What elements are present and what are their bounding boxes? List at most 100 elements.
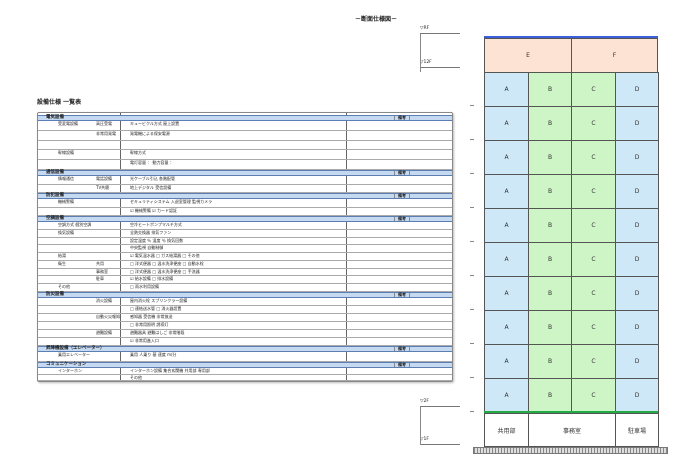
cell-text: 光ケーブル引込 各階配管 <box>130 176 176 181</box>
cell-text: 幹線方式 <box>130 150 146 156</box>
cell-text: キュービクル方式 屋上設置 <box>130 121 180 126</box>
penthouse-cell: E <box>484 38 572 73</box>
floor-cell: D <box>615 208 659 243</box>
floor-cell: B <box>528 344 572 379</box>
level-marker: ▽1F <box>420 437 460 445</box>
note-header: 備考 <box>394 116 410 120</box>
section-header: 防災設備 備考 <box>38 292 452 298</box>
divider <box>346 113 347 381</box>
note-header: 備考 <box>394 217 410 221</box>
table-row: □ 連結送水管 □ 消火器設置 <box>38 306 452 314</box>
section-header: 防犯設備 備考 <box>38 193 452 199</box>
roof-line <box>484 36 658 38</box>
floor-cell: D <box>615 106 659 141</box>
floor-cell: B <box>528 310 572 345</box>
cell-text: その他 <box>130 374 142 380</box>
table-row: 受変電設備高圧受電キュービクル方式 屋上設置 <box>38 121 452 131</box>
floor-cell: A <box>484 106 529 141</box>
cell-text: インターホン設備 集合玄関機 共用部 専用部 <box>130 368 210 373</box>
section-title: 昇降機設備（エレベーター） <box>46 346 105 351</box>
floor-cell: C <box>571 174 616 209</box>
cell-text: □ 雨水利用設備 <box>130 284 160 290</box>
cell-text: □ 連結送水管 □ 消火器設置 <box>130 306 182 311</box>
note-header: 備考 <box>394 293 410 297</box>
floor-cell: A <box>484 310 529 345</box>
cell-text: 電灯容量 ： 動力容量 ： <box>130 160 174 166</box>
table-row: 幹線設備 幹線方式 <box>38 150 452 161</box>
level-marker: ▽12F <box>420 60 460 68</box>
cell-text: 乗用エレベーター <box>58 352 90 357</box>
cell-text: 給湯 <box>58 253 66 259</box>
floor-cell: D <box>615 310 659 345</box>
floor-cell: A <box>484 276 529 311</box>
table-row: インターホンインターホン設備 集合玄関機 共用部 専用部 <box>38 368 452 375</box>
floor-cell: B <box>528 208 572 243</box>
table-row <box>38 141 452 151</box>
level-bracket <box>420 407 421 445</box>
cell-text: 空冷ヒートポンプマルチ方式 <box>130 222 182 227</box>
floor-cell: B <box>528 140 572 175</box>
section-header: 昇降機設備（エレベーター）備考 <box>38 346 452 352</box>
table-row: 換気設備全熱交換器 排気ファン <box>38 230 452 238</box>
table-row: その他 <box>38 374 452 381</box>
tick <box>470 411 474 412</box>
note-header: 備考 <box>394 194 410 198</box>
list-title: 設備仕様 一覧表 <box>37 99 82 106</box>
tick <box>470 139 474 140</box>
cell-text: 高圧受電 <box>96 121 112 126</box>
cell-text: 非常用発電 <box>96 130 116 136</box>
floor-cell: A <box>484 378 529 413</box>
cell-text: 地上デジタル 受信設備 <box>130 184 172 190</box>
level-marker: ▽RF <box>420 26 460 34</box>
cell-text: 駐車 <box>96 276 104 282</box>
section-title: 通信設備 <box>46 170 64 175</box>
cell-text: 屋内消火栓 スプリンクラー設備 <box>130 298 188 303</box>
drawing-title: －断面仕様図－ <box>355 16 398 23</box>
cell-text: 全熱交換器 排気ファン <box>130 229 172 235</box>
note-header: 備考 <box>394 171 410 175</box>
table-row: 設定温度 ％ 湿度 ％ 換気回数 <box>38 238 452 246</box>
cell-text: 乗用 人乗り 基 速度 m/分 <box>130 352 177 357</box>
floor-cell: C <box>571 378 616 413</box>
cell-text: 空調方式 個別空調 <box>58 222 92 227</box>
cell-text: 幹線設備 <box>58 150 74 156</box>
cell-text: ☑ 電気温水器 □ ガス給湯器 □ その他 <box>130 253 200 259</box>
penthouse-cell: F <box>571 38 658 73</box>
floor-cell: C <box>571 276 616 311</box>
table-row: 駐車☑ 給水設備 □ 排水設備 <box>38 276 452 285</box>
tick <box>470 241 474 242</box>
cell-text: 機械警備 <box>58 199 74 204</box>
ground-hatch <box>473 447 668 454</box>
cell-text: □ 洋式便器 □ 温水洗浄便座 □ 自動水栓 <box>130 260 204 266</box>
table-row: 空調方式 個別空調 空冷ヒートポンプマルチ方式 <box>38 222 452 230</box>
section-title: 防犯設備 <box>46 193 64 198</box>
floor-cell: A <box>484 242 529 277</box>
cell-text: □ 洋式便器 □ 温水洗浄便座 □ 手洗器 <box>130 268 200 274</box>
cell-text: 自動火災報知 <box>96 314 120 319</box>
floor-cell: A <box>484 72 529 107</box>
cell-text: 電話設備 <box>96 176 112 181</box>
section-title: 防災設備 <box>46 292 64 297</box>
floor-cell: D <box>615 344 659 379</box>
floor-cell: C <box>571 310 616 345</box>
section-header: 通信設備 備考 <box>38 170 452 176</box>
ground-cell: 事務室 <box>528 413 616 447</box>
tick <box>470 105 474 106</box>
table-row: 避難設備避難器具 避難はしご 非常階段 <box>38 330 452 338</box>
floor-cell: A <box>484 140 529 175</box>
table-row: 情報通信電話設備光ケーブル引込 各階配管 <box>38 176 452 185</box>
cell-text: ☑ 非常用進入口 <box>130 338 159 343</box>
floor-cell: D <box>615 242 659 277</box>
tick <box>470 377 474 378</box>
floor-cell: A <box>484 174 529 209</box>
divider <box>120 113 121 381</box>
tick <box>470 343 474 344</box>
floor-cell: B <box>528 378 572 413</box>
table-row: TV共聴地上デジタル 受信設備 <box>38 184 452 193</box>
cell-text: ☑ 機械警備 ☑ カード認証 <box>130 207 177 213</box>
floor-cell: D <box>615 276 659 311</box>
cell-text: 避難設備 <box>96 330 112 335</box>
floor-cell: D <box>615 174 659 209</box>
floor-cell: D <box>615 140 659 175</box>
section-header: 電気設備備考 <box>38 115 452 121</box>
